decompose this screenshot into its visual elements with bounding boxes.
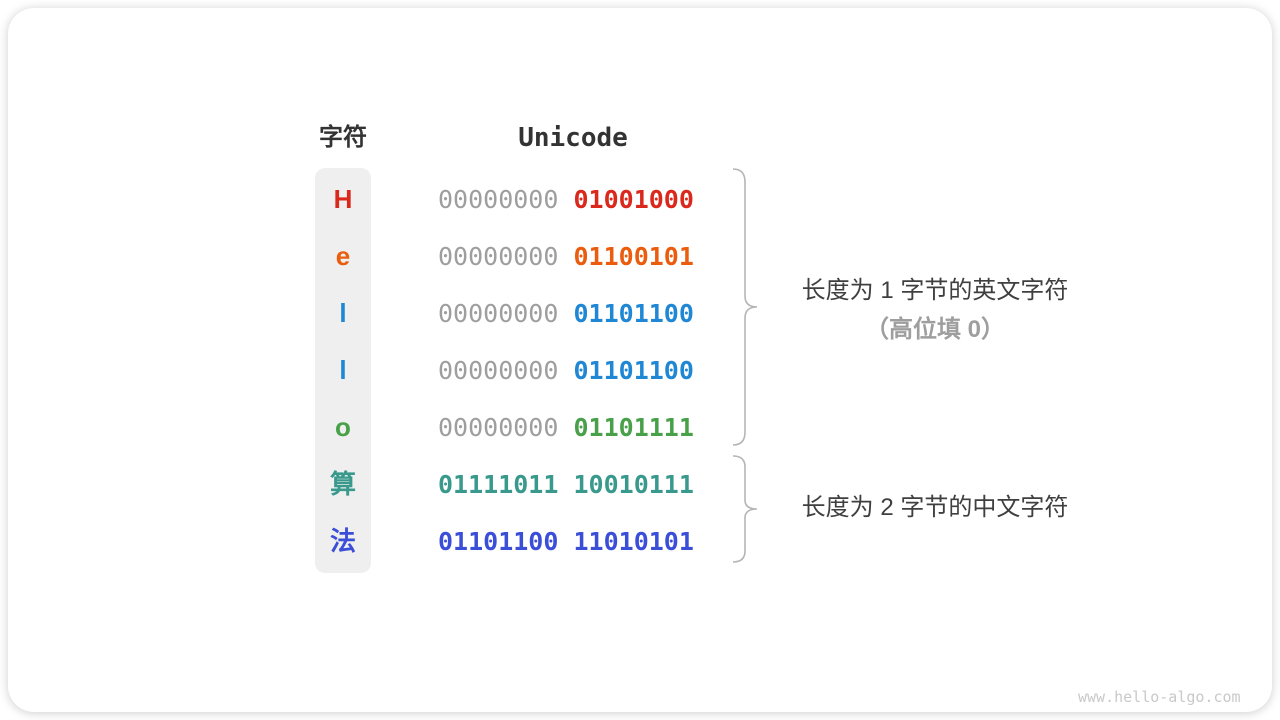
character-column-background [315, 168, 371, 573]
column-header-character: 字符 [319, 124, 367, 151]
table-row: l 00000000 01101100 [8, 342, 1272, 399]
low-byte-bits: 01101100 [573, 299, 694, 328]
annotation-english-line2: （高位填 0） [864, 316, 1005, 343]
high-byte-bits: 01101100 [438, 527, 559, 556]
low-byte-bits: 11010101 [573, 527, 694, 556]
table-row: l 00000000 01101100 [8, 285, 1272, 342]
character-glyph: l [339, 355, 347, 385]
table-row: 算 01111011 10010111 [8, 456, 1272, 513]
low-byte-bits: 01101100 [573, 356, 694, 385]
high-byte-bits: 01111011 [438, 470, 559, 499]
high-byte-bits: 00000000 [438, 356, 559, 385]
character-glyph: l [339, 298, 347, 328]
high-byte-bits: 00000000 [438, 242, 559, 271]
character-glyph: H [333, 184, 353, 214]
annotation-chinese-line1: 长度为 2 字节的中文字符 [801, 494, 1069, 521]
curly-brace-english-group [732, 168, 758, 446]
curly-brace-chinese-group [732, 455, 758, 563]
table-row: o 00000000 01101111 [8, 399, 1272, 456]
high-byte-bits: 00000000 [438, 413, 559, 442]
table-row: H 00000000 01001000 [8, 171, 1272, 228]
high-byte-bits: 00000000 [438, 299, 559, 328]
annotation-english-line1: 长度为 1 字节的英文字符 [801, 277, 1069, 304]
low-byte-bits: 10010111 [573, 470, 694, 499]
unicode-bits: 00000000 01001000 [438, 171, 694, 228]
character-glyph: 算 [329, 469, 356, 499]
watermark-url: www.hello-algo.com [1078, 688, 1241, 706]
character-glyph: e [335, 241, 351, 271]
table-row: 法 01101100 11010101 [8, 513, 1272, 570]
high-byte-bits: 00000000 [438, 185, 559, 214]
character-glyph: 法 [329, 526, 356, 556]
figure-card: 字符 Unicode H 00000000 01001000 e 0000000… [8, 8, 1272, 712]
unicode-bits: 00000000 01101100 [438, 285, 694, 342]
low-byte-bits: 01100101 [573, 242, 694, 271]
unicode-bits: 01111011 10010111 [438, 456, 694, 513]
unicode-bits: 00000000 01101111 [438, 399, 694, 456]
column-header-unicode: Unicode [518, 123, 628, 153]
unicode-bits: 00000000 01100101 [438, 228, 694, 285]
low-byte-bits: 01001000 [573, 185, 694, 214]
unicode-bits: 00000000 01101100 [438, 342, 694, 399]
low-byte-bits: 01101111 [573, 413, 694, 442]
character-glyph: o [335, 412, 351, 442]
table-row: e 00000000 01100101 [8, 228, 1272, 285]
unicode-bits: 01101100 11010101 [438, 513, 694, 570]
